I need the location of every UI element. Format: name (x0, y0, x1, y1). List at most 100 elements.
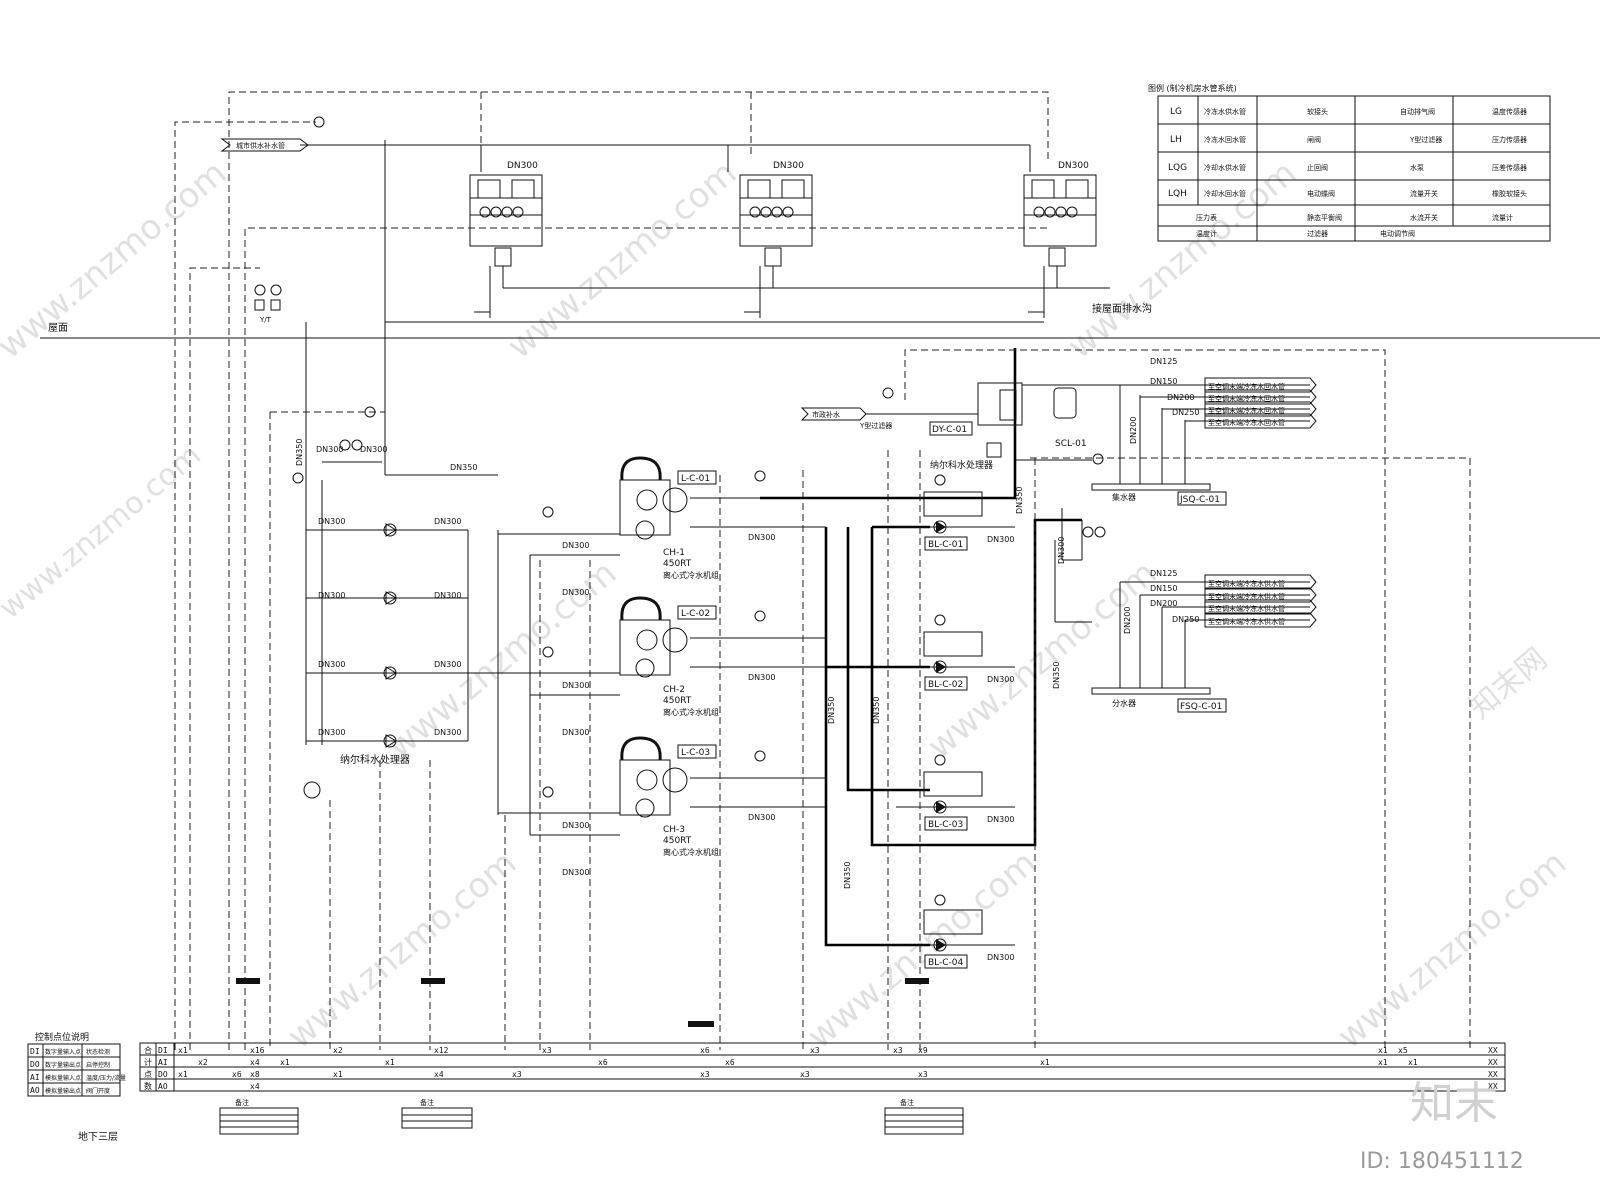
chiller-ch2: L-C-02 CH-2 450RT 离心式冷水机组 (619, 596, 719, 717)
label-pipe_sizes-dn150: DN150 (1150, 584, 1177, 593)
label-pipe_sizes-dn300: DN300 (748, 813, 775, 822)
label-pipe_sizes-dn300: DN300 (987, 535, 1014, 544)
label-io_bus-rows-3-code: AO (158, 1082, 168, 1091)
label-equipment-scl: SCL-01 (1055, 439, 1087, 449)
label-io_legend-rows-1-code: DO (30, 1060, 40, 1069)
label-pipe_sizes-dn300: DN300 (562, 728, 589, 737)
label-equipment-pumps-3: BL-C-04 (928, 958, 964, 968)
label-io_bus-counts-di-7: x3 (893, 1046, 903, 1055)
label-equipment-chillers-2-tag: L-C-03 (681, 748, 710, 758)
instrument-bubbles: Y/T (254, 116, 1106, 906)
cooling-towers: 城市供水补水管 DN300 DN300 DN300 (174, 91, 1152, 1050)
label-io_bus-counts-ai-7: x1 (1378, 1058, 1388, 1067)
label-legend-symbols-1: 温度计 (1196, 229, 1217, 238)
label-annotations-makeup: 市政补水 (812, 410, 840, 419)
label-annotations-watermark_site: www.znzmo.com (1330, 843, 1574, 1057)
label-equipment-chillers-0-tag: L-C-01 (681, 474, 710, 484)
label-equipment-jsq: JSQ-C-01 (1179, 495, 1220, 505)
label-pipe_sizes-dn300: DN300 (562, 868, 589, 877)
label-branches_bottom-3: 至空调末端冷冻水供水管 (1208, 617, 1285, 626)
label-equipment-chillers-0-capacity: 450RT (663, 559, 692, 569)
label-equipment-chillers-1-tag: L-C-02 (681, 609, 710, 619)
level-label: 地下三层 (78, 1130, 118, 1143)
label-branches_bottom-2: 至空调末端冷冻水供水管 (1208, 604, 1285, 613)
label-pipe_sizes-dn350: DN350 (450, 463, 477, 472)
label-equipment-chillers-0-name: CH-1 (663, 548, 685, 558)
label-pipe_sizes-dn300: DN300 (434, 660, 461, 669)
label-pipe_sizes-dn350: DN350 (295, 439, 304, 466)
label-io_bus-counts-do-3: x1 (333, 1070, 343, 1079)
chilled-pumps: BL-C-01 BL-C-02 BL-C-03 BL-C-04 DN300 DN… (887, 450, 1015, 1050)
label-annotations-watermark_site: www.znzmo.com (920, 553, 1164, 767)
label-pipe_sizes-dn200: DN200 (1129, 417, 1138, 444)
label-legend-symbols-6: 静态平衡阀 (1307, 213, 1342, 222)
label-io_bus-end-0: XX (1488, 1046, 1498, 1055)
label-pipe_sizes-dn300: DN300 (748, 673, 775, 682)
label-io_bus-rows-2-mark: 点 (144, 1070, 152, 1079)
label-equipment-chillers-2-name: CH-3 (663, 825, 685, 835)
label-io_legend-rows-0-code: DI (30, 1047, 40, 1056)
label-legend-symbols-4: 止回阀 (1307, 163, 1328, 172)
label-io_bus-counts-ai-5: x6 (598, 1058, 608, 1067)
label-io_bus-counts-ao-0: x4 (250, 1082, 260, 1091)
label-legend-symbols-5: 电动蝶阀 (1307, 189, 1335, 198)
label-io_bus-rows-1-mark: 计 (144, 1057, 152, 1067)
label-io_legend-rows-1-note: 启停控制 (86, 1061, 110, 1069)
label-annotations-watermark_site: www.znzmo.com (500, 153, 744, 367)
label-pipe_sizes-dn250: DN250 (1172, 615, 1199, 624)
label-io_bus-counts-do-6: x3 (700, 1070, 710, 1079)
label-pipe_sizes-dn300: DN300 (773, 161, 804, 171)
label-io_bus-counts-do-2: x8 (250, 1070, 260, 1079)
label-io_bus-counts-do-1: x6 (232, 1070, 242, 1079)
tower-2 (739, 174, 813, 267)
io-bus: 合 计 点 数 DI AI DO AO XX XX XX XX x1 x16 x… (139, 1042, 1506, 1092)
chillers: L-C-01 CH-1 450RT 离心式冷水机组 L-C-02 CH-2 45… (498, 456, 826, 1050)
label-io_bus-rows-1-code: AI (158, 1058, 168, 1067)
label-legend-symbols-12: 水流开关 (1410, 213, 1438, 222)
label-annotations-watermark_site: www.znzmo.com (0, 153, 234, 367)
label-equipment-pumps-2: BL-C-03 (928, 820, 963, 830)
label-branches_bottom-0: 至空调末端冷冻水供水管 (1208, 579, 1285, 588)
label-pipe_sizes-dn300: DN300 (318, 517, 345, 526)
label-pipe_sizes-dn300: DN300 (562, 821, 589, 830)
chiller-ch3: L-C-03 CH-3 450RT 离心式冷水机组 (619, 736, 719, 857)
label-io_bus-rows-2-code: DO (158, 1070, 168, 1079)
label-branches_top-0: 至空调末端冷冻水回水管 (1208, 382, 1285, 391)
label-legend-symbols-9: Y型过滤器 (1409, 135, 1442, 144)
label-pipe_sizes-dn350: DN350 (843, 862, 852, 889)
label-legend-symbols-15: 压差传感器 (1492, 163, 1527, 172)
label-io_bus-counts-ai-1: x4 (250, 1058, 260, 1067)
chiller-ch1: L-C-01 CH-1 450RT 离心式冷水机组 (619, 456, 719, 580)
label-branches_top-1: 至空调末端冷冻水回水管 (1208, 394, 1285, 403)
label-pipe_sizes-dn200: DN200 (1123, 607, 1132, 634)
label-io_bus-counts-ai-3: x1 (385, 1058, 395, 1067)
label-pipe_sizes-dn300: DN300 (748, 533, 775, 542)
label-legend-symbols-0: 压力表 (1196, 213, 1217, 222)
label-legend-symbols-7: 过滤器 (1307, 229, 1328, 238)
makeup-and-treatment: 市政补水 Y型过滤器 DY-C-01 SCL-01 纳尔科水处理器 (800, 349, 1471, 1050)
label-legend-symbols-13: 温度传感器 (1492, 107, 1527, 116)
label-io_legend-rows-1-desc: 数字量输出点 (45, 1061, 81, 1069)
label-pipe_sizes-dn125: DN125 (1150, 357, 1177, 366)
roof-label: 屋面 (48, 322, 68, 334)
label-annotations-makeup_left: 城市供水补水管 (236, 141, 285, 150)
label-io_bus-counts-do-5: x3 (512, 1070, 522, 1079)
label-legend-symbols-8: 自动排气阀 (1400, 107, 1435, 116)
label-legend-symbols-10: 水泵 (1410, 163, 1424, 172)
label-io_bus-counts-di-9: x1 (1378, 1046, 1388, 1055)
label-io_bus-counts-di-8: x9 (918, 1046, 928, 1055)
label-annotations-rt: Y/T (259, 316, 272, 324)
label-notes-0: 备注 (235, 1098, 249, 1107)
label-pipe_sizes-dn300: DN300 (318, 660, 345, 669)
label-io_bus-counts-ai-2: x1 (280, 1058, 290, 1067)
label-io_bus-rows-3-mark: 数 (144, 1081, 152, 1091)
dosing-right-label: 纳尔科水处理器 (930, 459, 993, 471)
label-legend-codes-1-code: LH (1170, 135, 1182, 145)
label-pipe_sizes-dn150: DN150 (1150, 377, 1177, 386)
label-legend-codes-2-code: LQG (1168, 163, 1187, 173)
label-io_bus-end-2: XX (1488, 1070, 1498, 1079)
brand-logo: 知末 (1410, 1078, 1498, 1129)
label-equipment-fsq: FSQ-C-01 (1180, 702, 1222, 712)
